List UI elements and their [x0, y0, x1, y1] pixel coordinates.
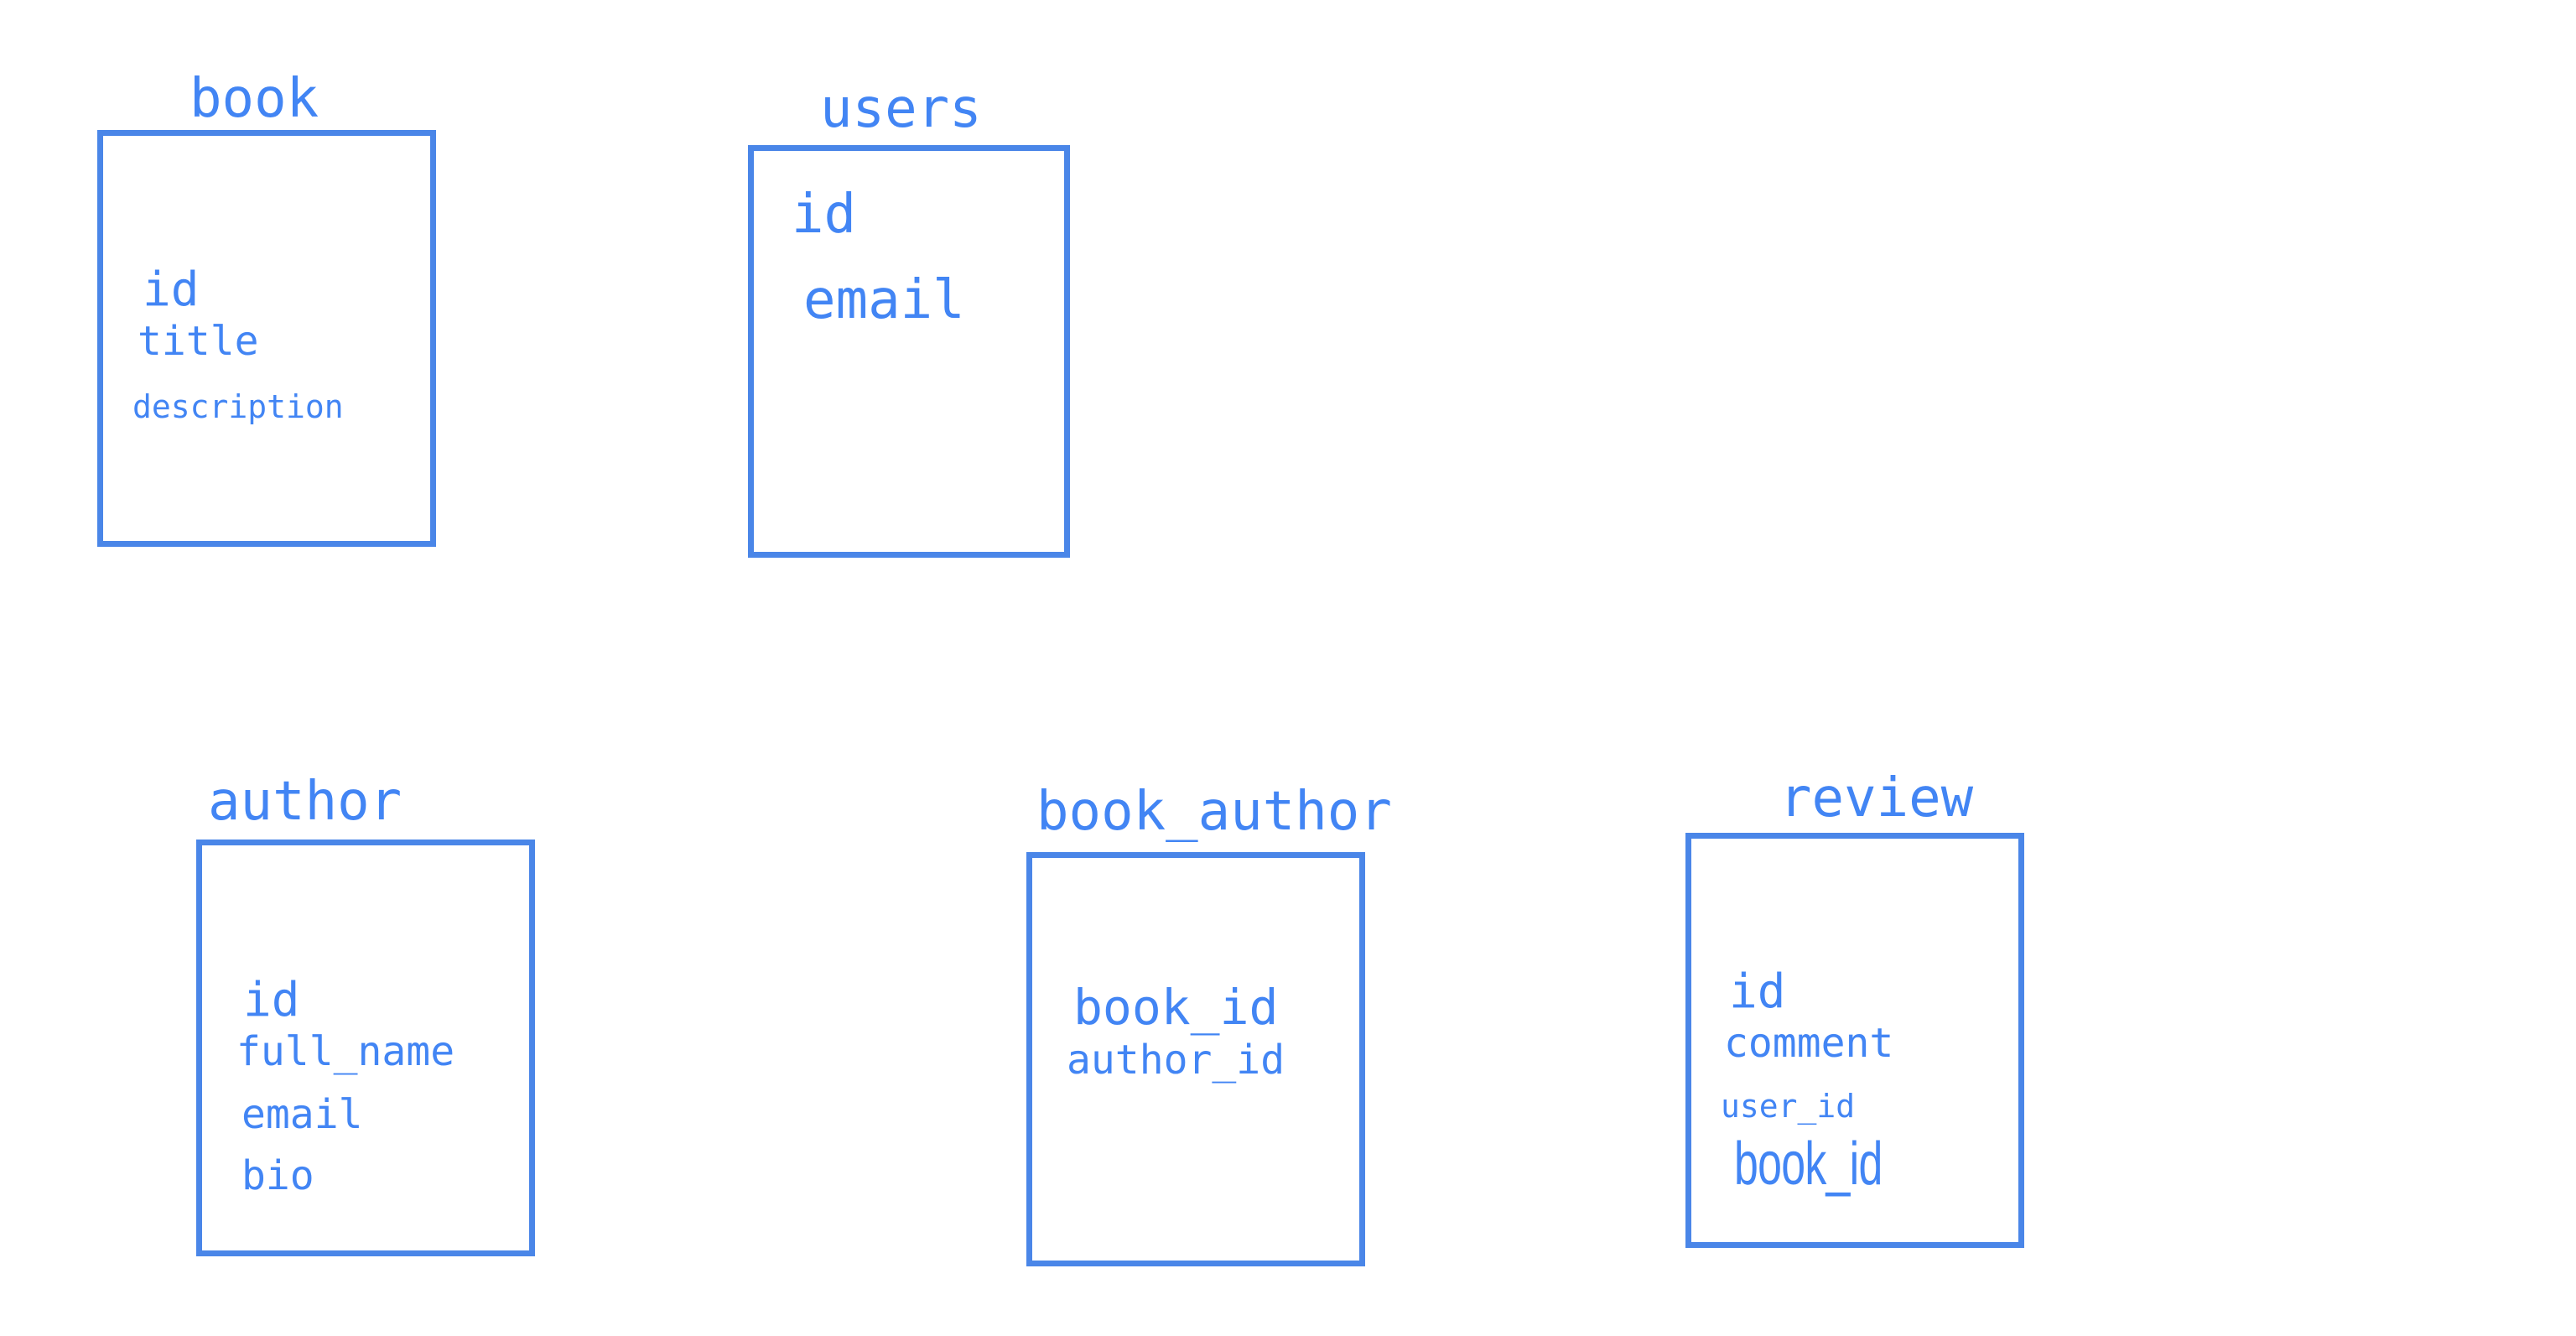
- field-book-description: description: [132, 388, 344, 425]
- field-book-author-book-id: book_id: [1073, 979, 1279, 1036]
- field-review-book-id: book_id: [1734, 1131, 1883, 1198]
- entity-title-book: book: [190, 68, 319, 130]
- field-book-id: id: [143, 263, 200, 317]
- entity-box-author: [196, 840, 535, 1256]
- entity-box-review: [1685, 833, 2024, 1248]
- entity-box-users: [748, 145, 1070, 558]
- entity-box-book-author: [1026, 852, 1365, 1266]
- field-review-comment: comment: [1724, 1020, 1894, 1067]
- entity-box-book: [97, 130, 436, 547]
- field-author-full-name: full_name: [236, 1028, 455, 1075]
- field-author-bio: bio: [242, 1152, 314, 1199]
- field-book-title: title: [138, 318, 259, 365]
- entity-title-users: users: [820, 78, 982, 140]
- field-author-email: email: [242, 1091, 363, 1138]
- field-author-id: id: [243, 973, 300, 1027]
- field-review-id: id: [1729, 964, 1786, 1019]
- entity-title-book-author: book_author: [1036, 781, 1392, 843]
- field-users-email: email: [803, 269, 965, 331]
- field-users-id: id: [792, 184, 857, 246]
- field-review-user-id: user_id: [1721, 1088, 1856, 1125]
- entity-title-review: review: [1779, 767, 1974, 829]
- entity-title-author: author: [208, 771, 402, 833]
- field-book-author-author-id: author_id: [1067, 1037, 1285, 1084]
